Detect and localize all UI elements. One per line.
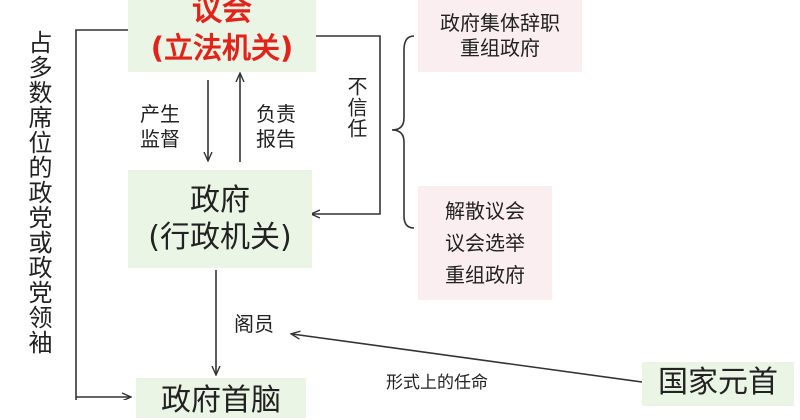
option-dissolve-line-3: 重组政府 (445, 263, 525, 287)
supervise-label: 监督 (140, 127, 180, 151)
head-of-government-title: 政府首脑 (161, 383, 281, 418)
formal-appoint-label: 形式上的任命 (386, 373, 488, 393)
option-dissolve-line-2: 议会选举 (445, 231, 525, 255)
left-vertical-label: 占多数席位的政党或政党领袖 (24, 30, 52, 355)
head-of-government-box: 政府首脑 (136, 378, 306, 418)
report-label: 报告 (256, 127, 296, 151)
formal-appoint-line (292, 334, 643, 383)
produce-supervise-label: 产生 监督 (140, 102, 180, 152)
responsible-report-label: 负责 报告 (256, 102, 296, 152)
no-confidence-line (312, 35, 381, 214)
head-of-state-box: 国家元首 (642, 362, 794, 406)
cabinet-label: 阁员 (234, 312, 274, 336)
option-resign-line-1: 政府集体辞职 (440, 11, 560, 35)
parliament-title: 议会 (192, 0, 252, 29)
head-of-state-title: 国家元首 (658, 365, 778, 400)
option-dissolve-line-1: 解散议会 (445, 199, 525, 223)
option-resign-box: 政府集体辞职 重组政府 (418, 0, 582, 72)
government-subtitle: (行政机关) (148, 220, 292, 255)
option-dissolve-box: 解散议会 议会选举 重组政府 (418, 186, 552, 300)
produce-label: 产生 (140, 102, 180, 126)
parliament-box: 议会 (立法机关) (128, 0, 316, 72)
option-resign-line-2: 重组政府 (460, 36, 540, 60)
government-title: 政府 (190, 182, 250, 218)
connector-lines (75, 29, 643, 400)
options-brace (391, 35, 415, 229)
responsible-label: 负责 (256, 102, 296, 126)
government-box: 政府 (行政机关) (128, 170, 312, 268)
left-connector-line (75, 29, 128, 400)
parliament-subtitle: (立法机关) (150, 30, 294, 65)
no-confidence-label: 不信任 (344, 76, 368, 139)
